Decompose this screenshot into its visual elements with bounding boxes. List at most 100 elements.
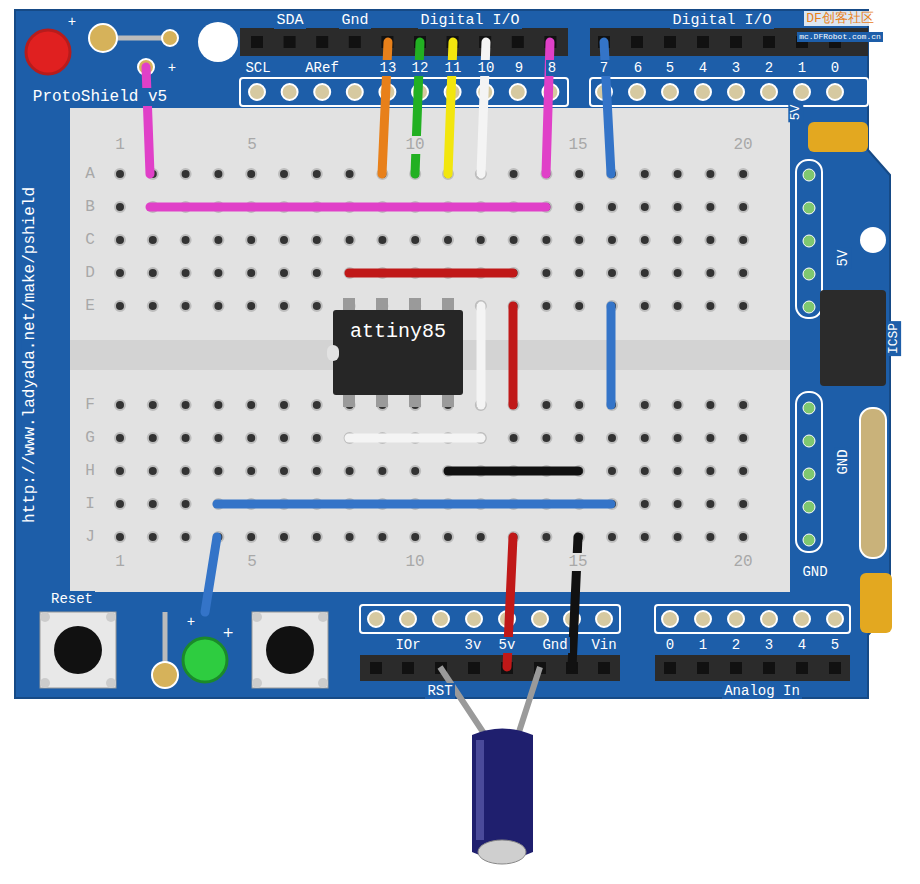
breadboard-hole	[312, 433, 322, 443]
breadboard-hole	[476, 532, 486, 542]
breadboard-hole	[673, 466, 683, 476]
board-text: 5V	[788, 102, 803, 122]
capacitor-leads	[440, 667, 540, 735]
breadboard-index: D	[83, 264, 97, 282]
breadboard-hole	[181, 532, 191, 542]
breadboard-hole	[705, 301, 715, 311]
breadboard-hole	[673, 433, 683, 443]
pad	[761, 84, 777, 100]
pad	[347, 84, 363, 100]
breadboard-hole	[640, 433, 650, 443]
breadboard-hole	[705, 466, 715, 476]
header-pin	[316, 36, 328, 48]
breadboard-hole	[607, 235, 617, 245]
pin-label: 4	[697, 60, 709, 76]
pad	[761, 611, 777, 627]
icsp-header	[820, 290, 886, 386]
breadboard-hole	[181, 169, 191, 179]
breadboard-index: A	[83, 165, 97, 183]
breadboard-hole	[705, 268, 715, 278]
breadboard-index: F	[83, 396, 97, 414]
breadboard-hole	[181, 235, 191, 245]
breadboard-hole	[148, 400, 158, 410]
breadboard-hole	[607, 433, 617, 443]
breadboard-index: 15	[566, 136, 589, 154]
breadboard-hole	[541, 235, 551, 245]
pad	[803, 468, 815, 480]
breadboard-hole	[312, 268, 322, 278]
pin-label: 7	[598, 60, 610, 76]
pad	[162, 30, 178, 46]
pin-label: 5	[829, 637, 841, 653]
pad	[803, 202, 815, 214]
breadboard-index: 10	[403, 553, 426, 571]
breadboard-hole	[607, 202, 617, 212]
breadboard-hole	[148, 268, 158, 278]
breadboard-hole	[181, 433, 191, 443]
breadboard-index: 5	[245, 136, 259, 154]
breadboard-hole	[607, 466, 617, 476]
breadboard-hole	[115, 532, 125, 542]
header-pin	[251, 36, 263, 48]
pin-label: Gnd	[339, 12, 370, 29]
pad	[466, 611, 482, 627]
breadboard-hole	[115, 301, 125, 311]
breadboard-hole	[541, 400, 551, 410]
breadboard-hole	[705, 433, 715, 443]
breadboard-hole	[541, 268, 551, 278]
pin-label: IOr	[393, 637, 422, 653]
breadboard-hole	[541, 433, 551, 443]
breadboard-hole	[574, 235, 584, 245]
chip-notch	[327, 345, 339, 361]
header-pin	[829, 662, 841, 674]
pad	[803, 235, 815, 247]
pad	[803, 169, 815, 181]
pin-label: ProtoShield v5	[31, 88, 169, 106]
pad-strip	[860, 408, 886, 558]
breadboard-hole	[673, 400, 683, 410]
breadboard-hole	[115, 268, 125, 278]
breadboard-hole	[574, 301, 584, 311]
pad	[803, 501, 815, 513]
breadboard-hole	[148, 235, 158, 245]
wires	[146, 42, 611, 667]
header-pin	[512, 36, 524, 48]
breadboard-hole	[541, 301, 551, 311]
breadboard-hole	[148, 466, 158, 476]
pin-label: Digital I/O	[670, 12, 773, 29]
breadboard-hole	[213, 268, 223, 278]
breadboard-hole	[673, 235, 683, 245]
breadboard-hole	[574, 268, 584, 278]
pad	[728, 611, 744, 627]
breadboard-hole	[607, 532, 617, 542]
breadboard-hole	[574, 202, 584, 212]
breadboard-hole	[476, 235, 486, 245]
header-pin	[664, 36, 676, 48]
pin-label: SCL	[243, 60, 272, 76]
pin-label: GND	[800, 564, 829, 580]
pad	[808, 122, 868, 152]
pin-label: +	[220, 624, 236, 640]
header-pin	[730, 36, 742, 48]
breadboard-hole	[443, 235, 453, 245]
pad	[794, 611, 810, 627]
pin-label: +	[166, 60, 178, 76]
breadboard-hole	[640, 301, 650, 311]
breadboard-hole	[115, 169, 125, 179]
breadboard-hole	[246, 235, 256, 245]
board	[15, 10, 890, 698]
board-text: ICSP	[887, 320, 902, 355]
pad	[596, 611, 612, 627]
pin-label: 1	[697, 637, 709, 653]
pin-label: 8	[546, 60, 558, 76]
breadboard-hole	[246, 400, 256, 410]
pin-label: 3v	[463, 637, 484, 653]
breadboard-hole	[148, 301, 158, 311]
breadboard-hole	[377, 235, 387, 245]
breadboard-hole	[279, 532, 289, 542]
header-pin	[468, 662, 480, 674]
pin-label: RST	[425, 683, 454, 699]
header-pin	[763, 662, 775, 674]
